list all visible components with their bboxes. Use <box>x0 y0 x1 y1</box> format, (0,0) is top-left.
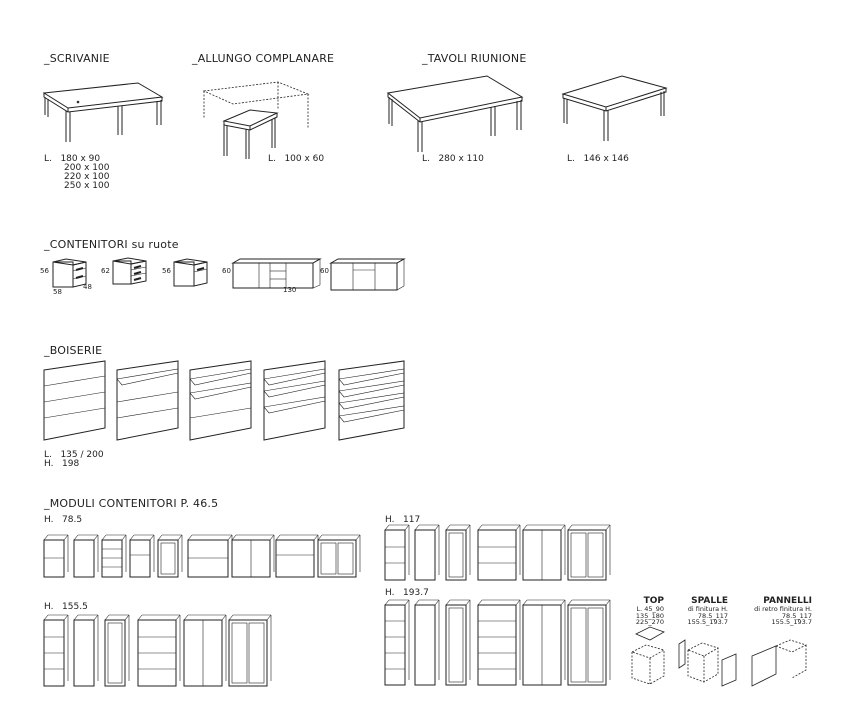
section-title-contenitori: _CONTENITORI su ruote <box>44 238 179 251</box>
modules-78-drawing <box>43 534 361 578</box>
desk-drawing <box>42 82 164 142</box>
accessory-top-title: TOP <box>643 596 664 606</box>
return-desk-drawing <box>202 81 310 159</box>
contenitore-width-label: 58 <box>53 288 62 296</box>
scrivanie-dimensions: L. 180 x 90 200 x 100 220 x 100 250 x 10… <box>44 154 110 191</box>
tavolo-square-dimensions: L. 146 x 146 <box>567 154 629 164</box>
meeting-table-large-drawing <box>386 75 524 152</box>
section-title-moduli: _MODULI CONTENITORI P. 46.5 <box>44 497 219 510</box>
modules-117-drawing <box>384 524 611 581</box>
section-title-allungo: _ALLUNGO COMPLANARE <box>192 52 335 65</box>
contenitore-depth-label: 48 <box>83 283 92 291</box>
accessories-drawing <box>630 626 808 687</box>
contenitore-height-label: 56 <box>40 267 49 275</box>
contenitore2-height-label: 62 <box>101 267 110 275</box>
accessory-top-sizes: L. 45_90 135_180 225_270 <box>635 605 664 626</box>
contenitore3-height-label: 56 <box>162 267 171 275</box>
accessory-pannelli-title: PANNELLI <box>763 596 812 606</box>
moduli-height-193: H. 193.7 <box>385 588 429 598</box>
moduli-height-155: H. 155.5 <box>44 602 88 612</box>
boiserie-drawing <box>43 360 405 441</box>
contenitore4-width-label: 130 <box>283 286 297 294</box>
accessory-pannelli: PANNELLI di retro finitura H. 78.5_117 1… <box>744 596 812 626</box>
accessory-spalle: SPALLE di finitura H. 78.5_117 155.5_193… <box>674 596 728 626</box>
accessory-spalle-title: SPALLE <box>691 596 728 606</box>
section-title-tavoli: _TAVOLI RIUNIONE <box>422 52 527 65</box>
mobile-pedestals-drawing <box>52 257 406 291</box>
meeting-table-square-drawing <box>561 75 668 141</box>
accessory-top: TOP L. 45_90 135_180 225_270 <box>612 596 664 626</box>
boiserie-dimensions: L. 135 / 200 H. 198 <box>44 450 104 469</box>
section-title-scrivanie: _SCRIVANIE <box>44 52 110 65</box>
tavolo-large-dimensions: L. 280 x 110 <box>422 154 484 164</box>
section-title-boiserie: _BOISERIE <box>44 344 103 357</box>
moduli-height-117: H. 117 <box>385 515 421 525</box>
accessory-spalle-sizes: di finitura H. 78.5_117 155.5_193.7 <box>687 605 728 626</box>
accessory-pannelli-sizes: di retro finitura H. 78.5_117 155.5_193.… <box>754 605 812 626</box>
modules-155-drawing <box>43 614 272 687</box>
modules-193-drawing <box>384 599 611 686</box>
contenitore5-height-label: 60 <box>320 267 329 275</box>
allungo-dimensions: L. 100 x 60 <box>268 154 325 164</box>
contenitore4-height-label: 60 <box>222 267 231 275</box>
moduli-height-78: H. 78.5 <box>44 515 83 525</box>
